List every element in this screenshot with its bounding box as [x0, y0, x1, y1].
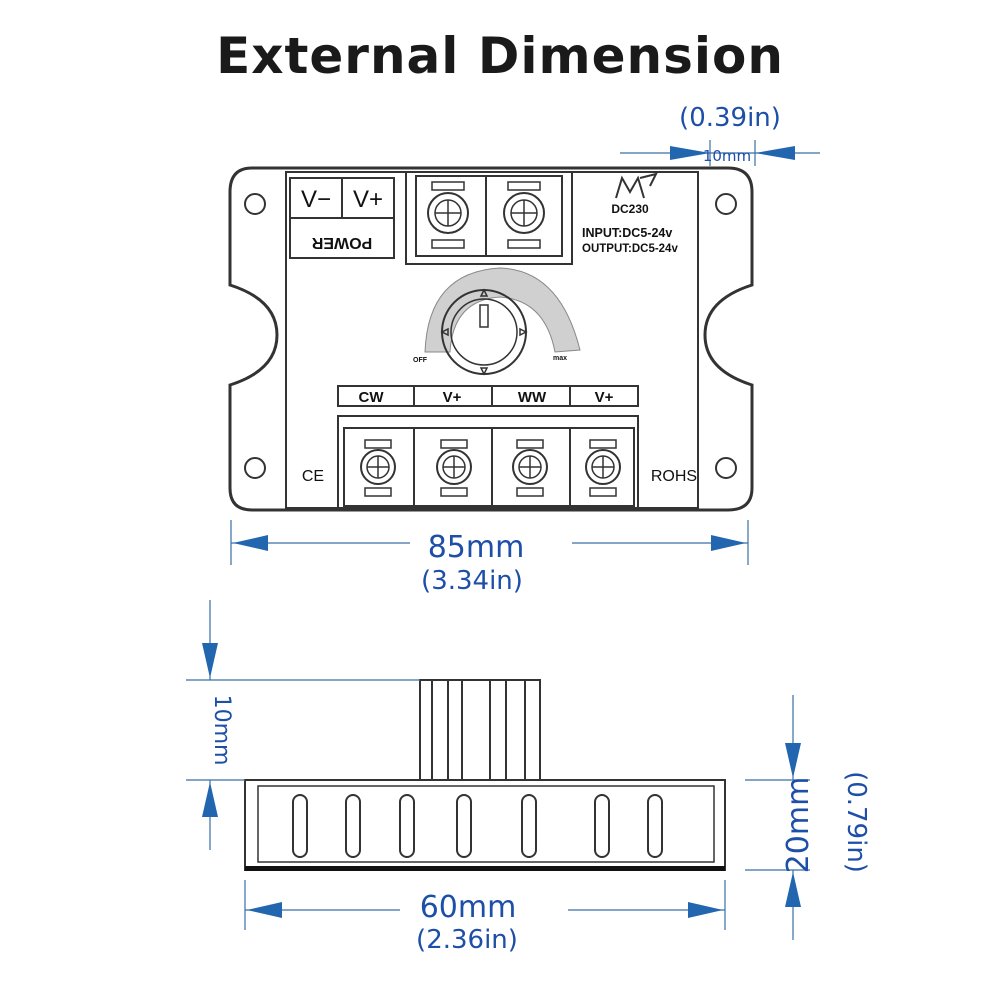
output-terminal-block [337, 415, 639, 509]
terminal-screw-out-4 [585, 439, 621, 497]
side-body-height-in: (0.79in) [841, 771, 871, 873]
dimension-side-knob-height: 10mm [186, 600, 420, 850]
mount-hole-tr [715, 193, 737, 215]
top-width-mm: 85mm [428, 530, 525, 565]
top-height-mm: 10mm [703, 147, 751, 165]
terminal-screw-power-2 [503, 181, 545, 249]
top-height-in: (0.39in) [679, 103, 781, 133]
ce-mark: CE [302, 468, 324, 485]
model-label: DC230 [611, 202, 649, 216]
power-minus-label: V− [301, 186, 331, 213]
input-spec: INPUT:DC5-24v [582, 226, 672, 240]
output-spec: OUTPUT:DC5-24v [582, 243, 678, 255]
top-width-in: (3.34in) [421, 566, 523, 596]
terminal-label-vplus-1: V+ [443, 389, 462, 406]
output-label-row: CW V+ WW V+ [337, 385, 639, 407]
side-body-inner [257, 785, 715, 863]
terminal-screw-out-2 [436, 439, 472, 497]
dimension-top-width: 85mm (3.34in) [230, 520, 749, 596]
power-label: POWER [311, 234, 372, 251]
rohs-mark: ROHS [651, 468, 697, 485]
power-label-box: V− V+ POWER [289, 177, 395, 259]
dimmer-knob: OFF max [413, 267, 581, 376]
side-knob [419, 679, 541, 781]
terminal-label-vplus-2: V+ [595, 389, 614, 406]
page-title: External Dimension [216, 27, 784, 85]
mount-hole-tl [244, 193, 266, 215]
mount-hole-br [715, 457, 737, 479]
side-vent-slots [292, 794, 663, 858]
knob-off-label: OFF [413, 357, 428, 364]
terminal-screw-power-1 [427, 181, 469, 249]
terminal-screw-out-3 [512, 439, 548, 497]
dimension-side-body-height: 20mm (0.79in) [745, 695, 871, 940]
side-width-mm: 60mm [420, 890, 517, 925]
side-body-base [245, 866, 725, 871]
housing-outline [228, 166, 754, 512]
power-terminal-block [405, 171, 573, 265]
knob-arc-scale [424, 267, 581, 353]
power-plus-label: V+ [353, 186, 383, 213]
dimension-side-width: 60mm (2.36in) [244, 880, 726, 955]
top-view: V− V+ POWER [228, 166, 754, 512]
side-view [244, 679, 726, 871]
terminal-label-cw: CW [359, 389, 385, 406]
side-width-in: (2.36in) [416, 925, 518, 955]
terminal-screw-out-1 [360, 439, 396, 497]
dimension-top-height: (0.39in) 10mm [620, 103, 820, 166]
logo-text: M [619, 194, 620, 196]
mount-hole-bl [244, 457, 266, 479]
side-body-height-mm: 20mm [781, 777, 816, 874]
brand-logo: M [615, 172, 658, 199]
side-knob-height-mm: 10mm [209, 695, 234, 766]
terminal-label-ww: WW [518, 389, 547, 406]
knob-max-label: max [553, 355, 567, 362]
